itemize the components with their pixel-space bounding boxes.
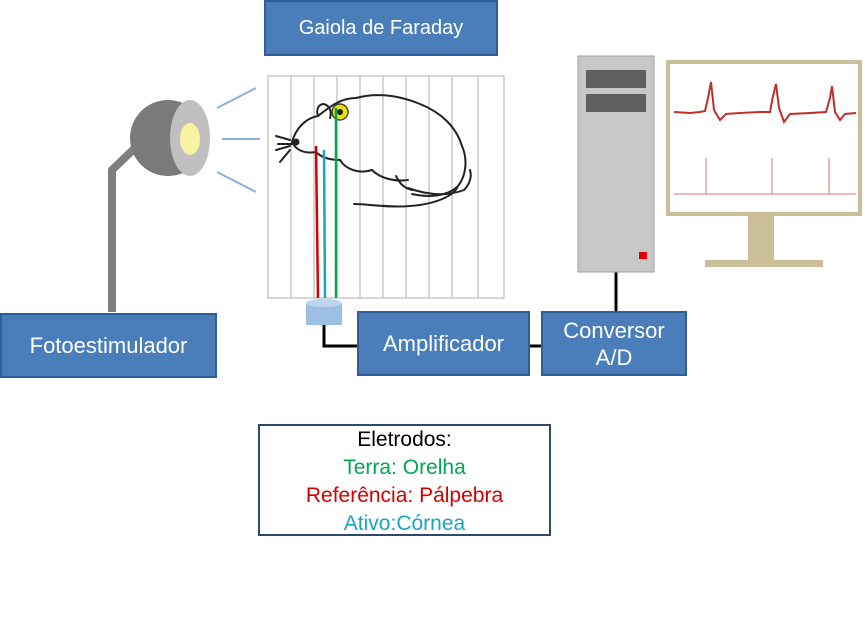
converter-box: Conversor A/D xyxy=(541,311,687,376)
converter-label-line1: Conversor xyxy=(563,317,665,343)
drive-bay xyxy=(586,70,646,88)
electrodes-legend: Eletrodos: Terra: Orelha Referência: Pál… xyxy=(258,424,551,536)
lamp-stand xyxy=(108,145,138,312)
light-ray xyxy=(216,171,257,193)
amplifier-box: Amplificador xyxy=(357,311,530,376)
erg-trace xyxy=(673,81,857,125)
converter-label-line2: A/D xyxy=(595,344,633,370)
computer-tower xyxy=(577,55,655,273)
lamp-bulb xyxy=(180,123,200,155)
cables xyxy=(322,272,618,348)
photostimulator-box: Fotoestimulador xyxy=(0,313,217,378)
electrode-wires xyxy=(314,108,338,299)
monitor xyxy=(666,60,862,267)
cage-frame xyxy=(267,75,505,299)
legend-item-ground: Terra: Orelha xyxy=(343,456,466,479)
faraday-cage xyxy=(267,75,505,299)
lamp xyxy=(108,87,260,312)
legend-item-active: Ativo:Córnea xyxy=(343,512,466,535)
cable-connector-amplifier xyxy=(322,325,358,348)
amplifier-label: Amplificador xyxy=(382,330,505,356)
legend-item-reference: Referência: Pálpebra xyxy=(305,484,504,507)
stimulus-trace xyxy=(674,158,856,195)
cage-label-text: Gaiola de Faraday xyxy=(298,16,464,39)
power-led xyxy=(639,252,647,259)
legend-title: Eletrodos: xyxy=(357,428,452,451)
rat xyxy=(275,94,472,208)
electrode-connector xyxy=(306,299,342,325)
drive-bay xyxy=(586,94,646,112)
light-ray xyxy=(216,87,257,109)
cage-label: Gaiola de Faraday xyxy=(264,0,498,56)
wire-active xyxy=(322,149,327,299)
wire-reference xyxy=(314,145,320,299)
photostimulator-label: Fotoestimulador xyxy=(29,332,188,358)
